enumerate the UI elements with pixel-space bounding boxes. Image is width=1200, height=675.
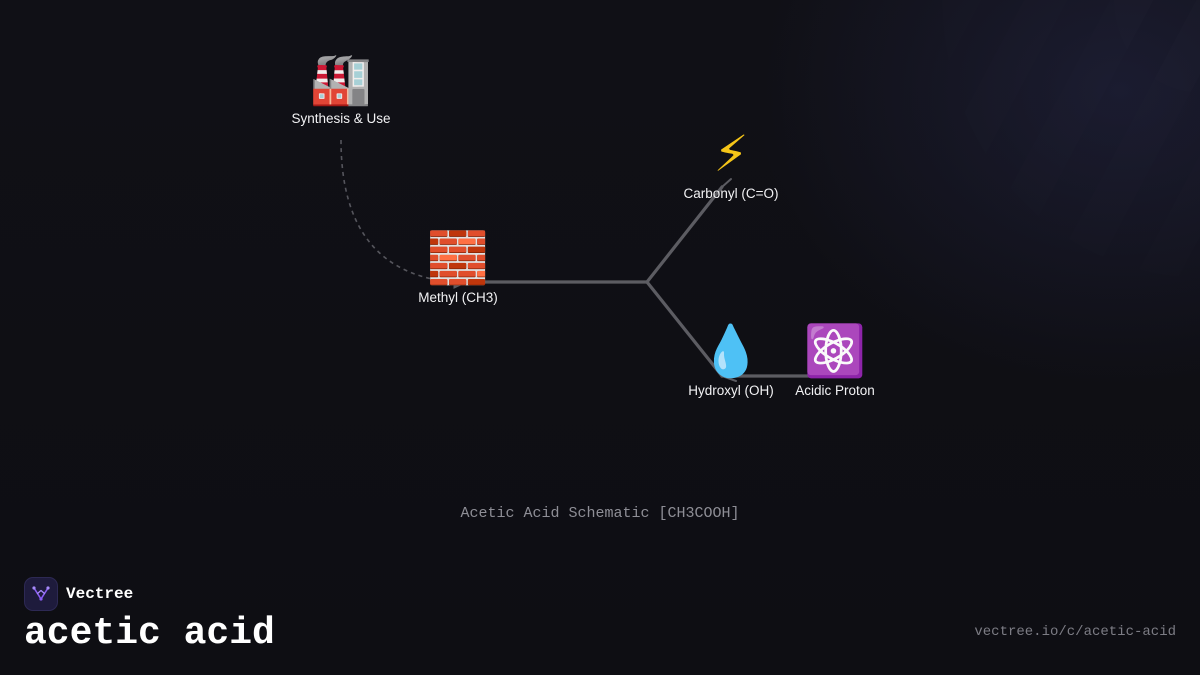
factory-icon: 🏭 <box>309 50 373 108</box>
node-label: Acidic Proton <box>795 383 875 398</box>
lightning-icon: ⚡ <box>713 125 749 183</box>
edge-branch-hydroxyl <box>645 280 724 378</box>
node-proton[interactable]: ⚛️ Acidic Proton <box>795 322 875 398</box>
node-carbonyl[interactable]: ⚡ Carbonyl (C=O) <box>684 125 779 201</box>
node-synthesis[interactable]: 🏭 Synthesis & Use <box>291 50 390 126</box>
vectree-logo-icon <box>24 577 58 611</box>
droplet-icon: 💧 <box>699 322 763 380</box>
edge-branch-carbonyl <box>645 185 724 284</box>
node-label: Methyl (CH3) <box>418 290 498 305</box>
edge-synthesis-methyl <box>340 139 467 289</box>
node-label: Carbonyl (C=O) <box>683 186 779 201</box>
edge-carbonyl-tick <box>721 178 732 188</box>
page-title: acetic acid <box>24 612 275 655</box>
brick-icon: 🧱 <box>426 229 490 287</box>
diagram-caption: Acetic Acid Schematic [CH3COOH] <box>460 505 740 522</box>
node-hydroxyl[interactable]: 💧 Hydroxyl (OH) <box>688 322 774 398</box>
brand-name: Vectree <box>66 585 134 603</box>
atom-icon: ⚛️ <box>803 322 867 380</box>
node-label: Synthesis & Use <box>291 111 391 126</box>
page-url[interactable]: vectree.io/c/acetic-acid <box>974 624 1176 640</box>
background-rays <box>680 0 1200 560</box>
brand[interactable]: Vectree <box>24 577 133 611</box>
node-methyl[interactable]: 🧱 Methyl (CH3) <box>418 229 498 305</box>
node-label: Hydroxyl (OH) <box>688 383 774 398</box>
